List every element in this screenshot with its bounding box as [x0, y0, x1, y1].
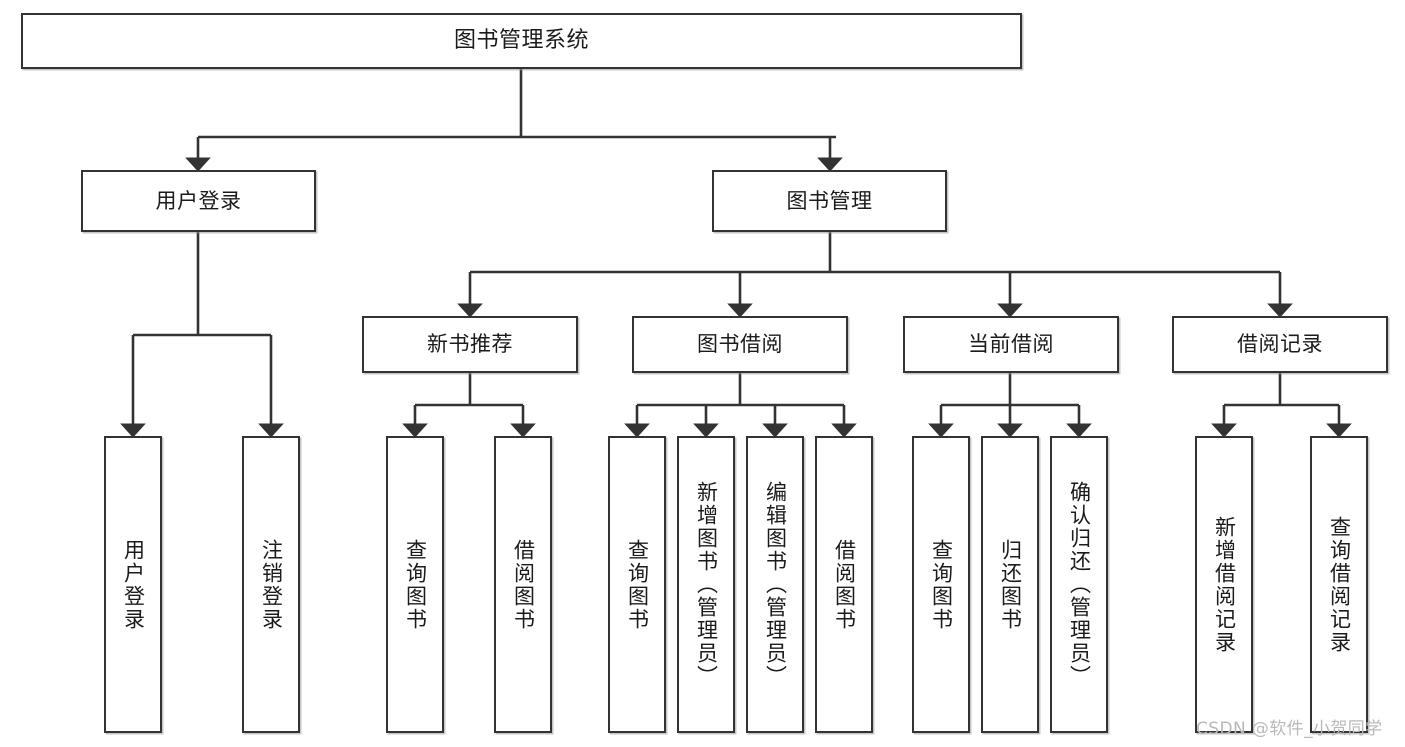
node-label: 图书管理 [786, 188, 873, 213]
watermark-text: CSDN @软件_小贺同学 [1196, 719, 1383, 739]
node-label: 借阅图书 [832, 538, 857, 631]
leaf-current-borrow-query[interactable]: 查询图书 [912, 436, 970, 733]
node-new-book-recommend[interactable]: 新书推荐 [362, 316, 578, 373]
node-label: 借阅记录 [1237, 332, 1323, 357]
leaf-new-book-query[interactable]: 查询图书 [386, 436, 444, 733]
leaf-borrow-record-query[interactable]: 查询借阅记录 [1310, 436, 1368, 733]
node-label: 图书借阅 [697, 332, 783, 357]
node-label: 注销登录 [259, 538, 284, 631]
node-label: 确认归还（管理员） [1067, 481, 1092, 688]
leaf-book-borrow-add[interactable]: 新增图书（管理员） [677, 436, 735, 733]
node-label: 新增借阅记录 [1212, 515, 1237, 654]
node-label: 新增图书（管理员） [694, 481, 719, 688]
node-current-borrow[interactable]: 当前借阅 [903, 316, 1119, 373]
node-label: 查询图书 [625, 538, 650, 631]
node-label: 新书推荐 [427, 332, 513, 357]
leaf-current-borrow-return[interactable]: 归还图书 [981, 436, 1039, 733]
node-book-borrow[interactable]: 图书借阅 [632, 316, 848, 373]
leaf-borrow-record-add[interactable]: 新增借阅记录 [1195, 436, 1253, 733]
node-label: 编辑图书（管理员） [763, 481, 788, 688]
leaf-user-login-signout[interactable]: 注销登录 [242, 436, 300, 733]
node-label: 查询借阅记录 [1327, 515, 1352, 654]
leaf-current-borrow-confirm[interactable]: 确认归还（管理员） [1050, 436, 1108, 733]
leaf-book-borrow-borrow[interactable]: 借阅图书 [815, 436, 873, 733]
node-label: 查询图书 [403, 538, 428, 631]
leaf-new-book-borrow[interactable]: 借阅图书 [494, 436, 552, 733]
node-label: 归还图书 [998, 538, 1023, 631]
node-book-management[interactable]: 图书管理 [712, 170, 947, 232]
node-label: 用户登录 [121, 538, 146, 631]
leaf-user-login-signin[interactable]: 用户登录 [104, 436, 162, 733]
leaf-book-borrow-query[interactable]: 查询图书 [608, 436, 666, 733]
node-label: 借阅图书 [511, 538, 536, 631]
node-root-system[interactable]: 图书管理系统 [21, 13, 1022, 69]
node-label: 查询图书 [929, 538, 954, 631]
node-user-login[interactable]: 用户登录 [81, 170, 316, 232]
node-label: 用户登录 [155, 188, 242, 213]
leaf-book-borrow-edit[interactable]: 编辑图书（管理员） [746, 436, 804, 733]
node-label: 图书管理系统 [453, 27, 589, 53]
node-borrow-record[interactable]: 借阅记录 [1172, 316, 1388, 373]
node-label: 当前借阅 [968, 332, 1054, 357]
